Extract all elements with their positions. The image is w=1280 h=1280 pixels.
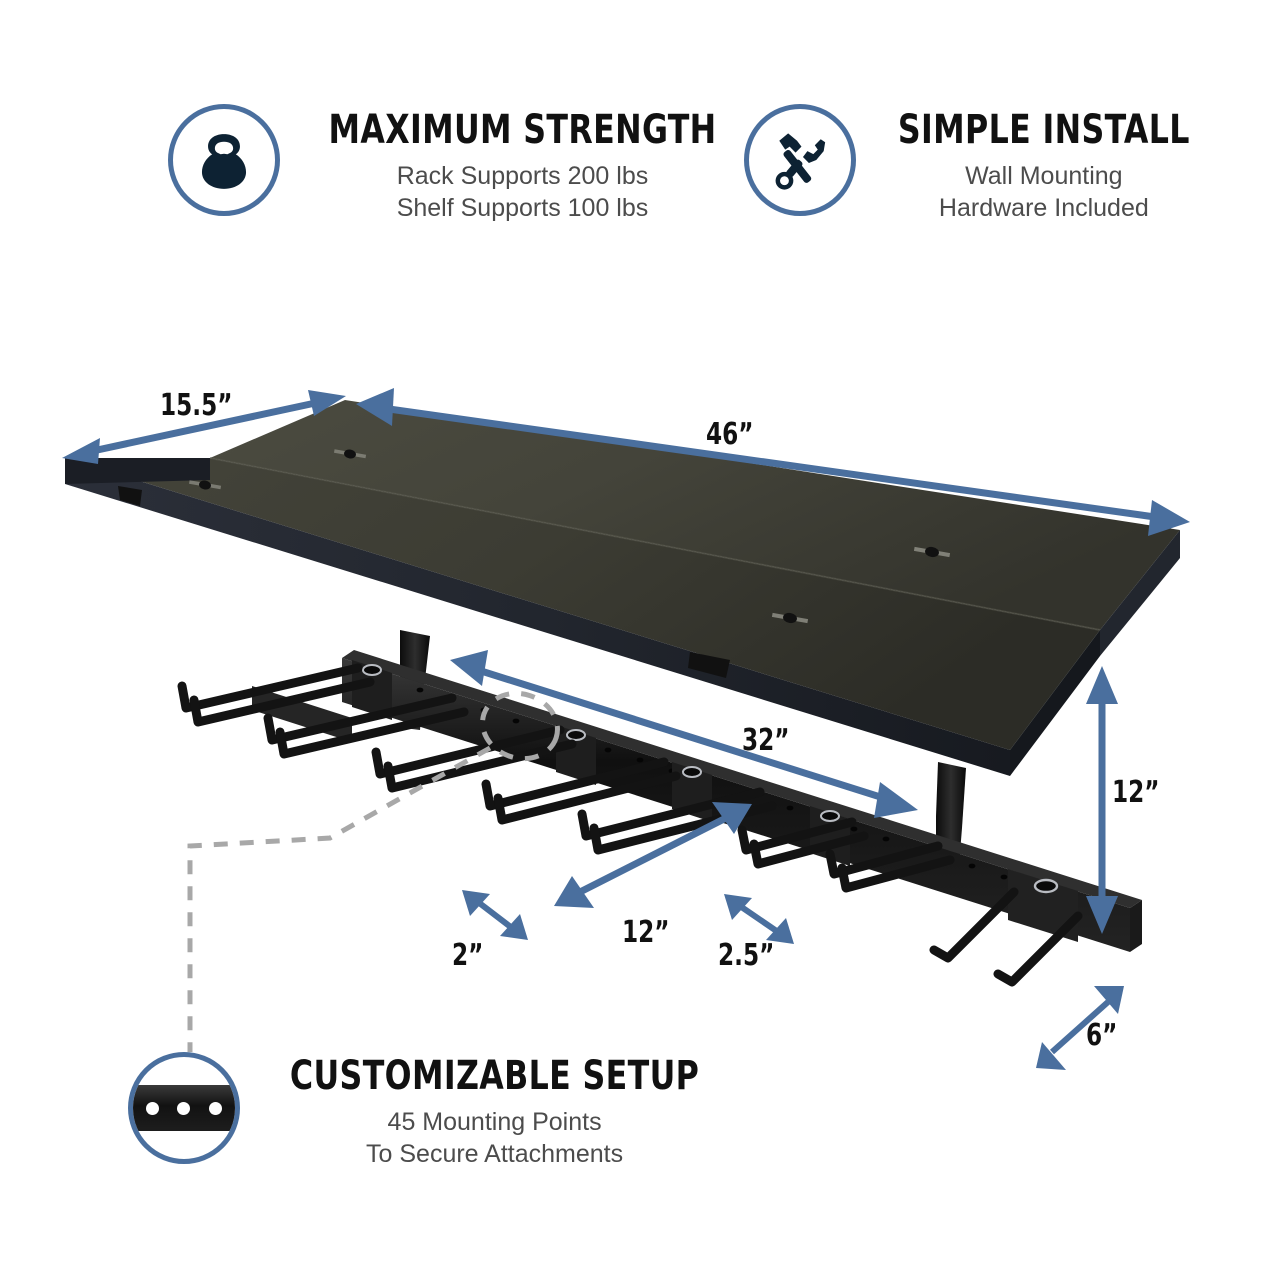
hook <box>837 855 955 893</box>
shelf-right-edge-lip <box>1010 630 1100 776</box>
feature-subtext-install: Wall Mounting Hardware Included <box>939 160 1149 224</box>
feature-subline-shelf-support: Shelf Supports 100 lbs <box>396 194 649 222</box>
hook <box>481 757 669 811</box>
feature-customizable-setup: CUSTOMIZABLE SETUP 45 Mounting Points To… <box>128 1052 727 1170</box>
hammer-wrench-icon <box>775 133 826 190</box>
product-illustration <box>62 388 1190 1070</box>
feature-subtext-strength: Rack Supports 200 lbs Shelf Supports 100… <box>397 160 649 224</box>
shelf-assembly <box>65 400 1180 776</box>
rail-top-face <box>342 650 1142 908</box>
hook <box>275 707 469 759</box>
hook <box>177 663 363 713</box>
hook <box>371 725 565 779</box>
rail-hole <box>177 1101 191 1115</box>
hook <box>189 677 375 727</box>
rail-hole <box>146 1101 160 1115</box>
kettlebell-icon <box>201 134 247 189</box>
dimension-arrow-shelf-width <box>356 388 1190 536</box>
dimension-arrow-hook-pair-gap <box>724 894 794 944</box>
shelf-clip-mid <box>688 652 730 678</box>
hook <box>993 911 1083 987</box>
dimension-label-hook-length: 12” <box>622 915 670 950</box>
hook <box>263 693 457 745</box>
feature-title-install: SIMPLE INSTALL <box>897 107 1190 153</box>
feature-subline-secure-attachments: To Secure Attachments <box>366 1140 624 1168</box>
dimension-arrow-hook-length <box>554 802 752 908</box>
shelf-top-rear-plank <box>210 400 1180 630</box>
feature-subline-mounting-points: 45 Mounting Points <box>387 1108 602 1136</box>
hook <box>577 787 765 841</box>
hook <box>493 771 681 825</box>
feature-text-install: SIMPLE INSTALL Wall Mounting Hardware In… <box>878 104 1210 224</box>
feature-text-strength: MAXIMUM STRENGTH Rack Supports 200 lbs S… <box>302 104 743 224</box>
callout-leader-line <box>187 745 492 1052</box>
dimension-label-hook-pair-gap: 2.5” <box>718 938 775 973</box>
feature-title-custom: CUSTOMIZABLE SETUP <box>289 1053 700 1099</box>
feature-subline-hardware-included: Hardware Included <box>938 194 1149 222</box>
feature-subtext-custom: 45 Mounting Points To Secure Attachments <box>366 1106 623 1170</box>
dimension-label-shelf-width: 46” <box>706 417 754 452</box>
shelf-front-edge <box>65 458 1010 776</box>
feature-icon-ring-custom <box>128 1052 240 1164</box>
shelf-bolt-heads <box>188 449 951 624</box>
feature-subline-rack-support: Rack Supports 200 lbs <box>396 162 649 190</box>
callout-annotation <box>187 690 560 1052</box>
hook <box>825 841 943 879</box>
rail-brackets <box>352 660 1078 942</box>
dimension-label-hook-gap: 2” <box>452 938 484 973</box>
callout-highlight-ellipse <box>480 690 560 762</box>
dimension-arrows <box>62 388 1190 1070</box>
perforated-rail-icon <box>133 1085 235 1131</box>
feature-icon-ring-strength <box>168 104 280 216</box>
dimension-arrow-shelf-depth <box>62 390 346 464</box>
hook <box>749 831 869 869</box>
dimension-label-drop-height: 12” <box>1112 775 1160 810</box>
dimension-arrow-hook-gap <box>462 890 528 940</box>
shelf-top-front-plank <box>65 458 1100 750</box>
feature-maximum-strength: MAXIMUM STRENGTH Rack Supports 200 lbs S… <box>168 104 743 224</box>
feature-icon-ring-install <box>744 104 856 216</box>
dimension-label-shelf-depth: 15.5” <box>160 388 233 423</box>
shelf-left-endcap <box>65 458 210 484</box>
dimension-label-short-hook: 6” <box>1086 1018 1118 1053</box>
dimension-arrow-short-hook <box>1036 986 1124 1070</box>
dimension-arrow-rail-length <box>450 650 918 818</box>
dimension-label-rail-length: 32” <box>742 723 790 758</box>
feature-subline-wall-mounting: Wall Mounting <box>965 162 1123 190</box>
feature-title-strength: MAXIMUM STRENGTH <box>328 107 717 153</box>
dimension-arrow-drop-height <box>1086 666 1118 934</box>
hook <box>737 817 857 855</box>
shelf-seam <box>209 457 1101 631</box>
feature-simple-install: SIMPLE INSTALL Wall Mounting Hardware In… <box>744 104 1210 224</box>
rail-end-cap <box>1130 900 1142 952</box>
rail-hole <box>208 1101 222 1115</box>
feature-text-custom: CUSTOMIZABLE SETUP 45 Mounting Points To… <box>262 1052 727 1170</box>
shelf-right-endcap <box>1100 530 1180 656</box>
shelf-clip-left <box>118 486 142 506</box>
hook <box>929 887 1019 963</box>
